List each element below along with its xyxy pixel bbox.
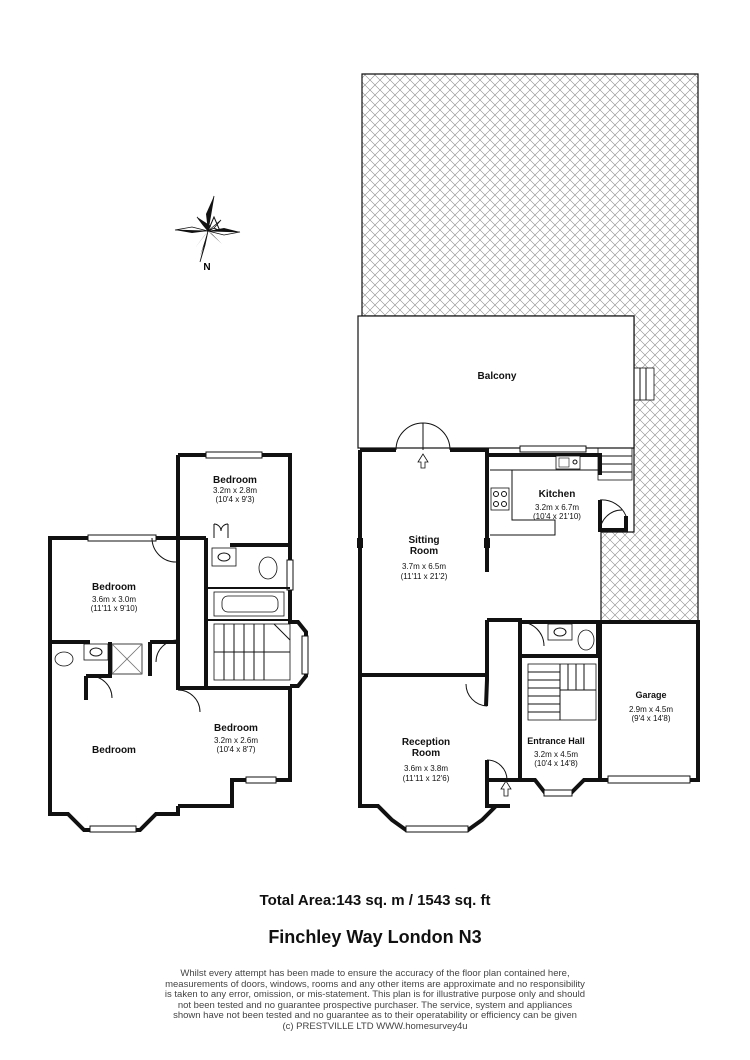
kitchen-metric: 3.2m x 6.7m <box>535 503 579 512</box>
bedroom-left-imperial: (11'11 x 9'10) <box>91 604 138 613</box>
kitchen-imperial: (10'4 x 21'10) <box>533 512 581 521</box>
garage-imperial: (9'4 x 14'8) <box>631 714 670 723</box>
balcony-label: Balcony <box>478 371 517 382</box>
sitting-room-imperial: (11'11 x 21'2) <box>401 572 448 581</box>
bedroom-small-metric: 3.2m x 2.6m <box>214 736 258 745</box>
first-floor-stairs <box>213 623 291 681</box>
disclaimer-line: shown have not been tested and no guaran… <box>173 1010 577 1021</box>
reception-room-title-1: Reception <box>402 737 450 748</box>
ground-stairs <box>527 663 597 721</box>
disclaimer-line: not been tested and no guarantee prospec… <box>177 999 573 1011</box>
wc-fittings <box>519 621 595 651</box>
compass-icon: N <box>174 195 241 273</box>
reception-room-metric: 3.6m x 3.8m <box>404 764 448 773</box>
disclaimer-line: is taken to any error, omission, or mis-… <box>164 989 586 1000</box>
bedroom-top-title: Bedroom <box>213 475 257 486</box>
entrance-hall-metric: 3.2m x 4.5m <box>534 750 578 759</box>
reception-room-title-2: Room <box>412 748 440 759</box>
bedroom-small-imperial: (10'4 x 8'7) <box>216 745 255 754</box>
sitting-room-metric: 3.7m x 6.5m <box>402 562 446 571</box>
kitchen-title: Kitchen <box>539 489 576 500</box>
kitchen-fittings <box>490 455 600 536</box>
address-title: Finchley Way London N3 <box>268 927 482 947</box>
first-floor: Bedroom 3.2m x 2.8m (10'4 x 9'3) Bedroom… <box>48 451 309 833</box>
bedroom-top-imperial: (10'4 x 9'3) <box>215 495 254 504</box>
garage-metric: 2.9m x 4.5m <box>629 705 673 714</box>
disclaimer: Whilst every attempt has been made to en… <box>125 968 625 1032</box>
bedroom-left-title: Bedroom <box>92 582 136 593</box>
entrance-hall-imperial: (10'4 x 14'8) <box>534 759 578 768</box>
garage-title: Garage <box>635 690 666 700</box>
sitting-room-title-2: Room <box>410 546 438 557</box>
disclaimer-line: measurements of doors, windows, rooms an… <box>165 978 585 990</box>
bedroom-small-title: Bedroom <box>214 723 258 734</box>
reception-room-imperial: (11'11 x 12'6) <box>403 774 450 783</box>
disclaimer-line: (c) PRESTVILLE LTD WWW.homesurvey4u <box>282 1020 468 1032</box>
sitting-room-title-1: Sitting <box>408 535 439 546</box>
balcony <box>357 315 635 449</box>
disclaimer-line: Whilst every attempt has been made to en… <box>180 968 570 979</box>
bedroom-bay-title: Bedroom <box>92 745 136 756</box>
ground-floor: Balcony <box>357 315 700 833</box>
total-area: Total Area:143 sq. m / 1543 sq. ft <box>259 892 491 909</box>
bedroom-top-metric: 3.2m x 2.8m <box>213 486 257 495</box>
entrance-hall-title: Entrance Hall <box>527 736 585 746</box>
bedroom-left-metric: 3.6m x 3.0m <box>92 595 136 604</box>
compass-label: N <box>203 262 210 273</box>
floor-plan: N Balcony <box>48 73 700 833</box>
